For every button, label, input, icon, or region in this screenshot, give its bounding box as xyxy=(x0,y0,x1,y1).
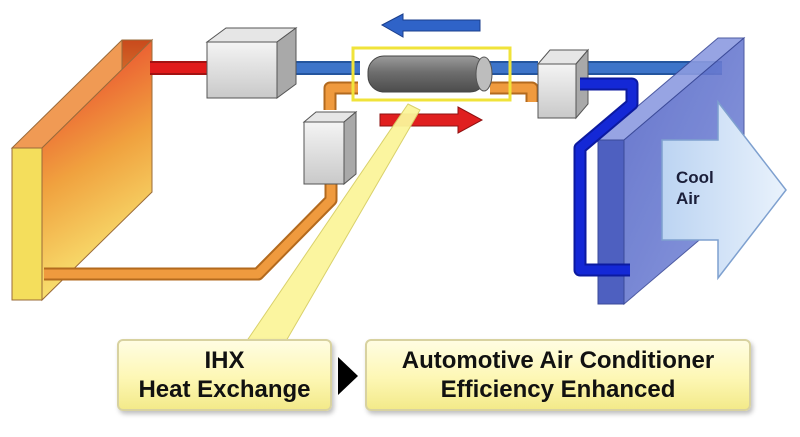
expansion-valve-box xyxy=(536,48,590,120)
cool-air-label: Cool Air xyxy=(676,167,746,209)
big-arrow-right-icon xyxy=(661,99,787,281)
result-caption-line2: Efficiency Enhanced xyxy=(440,376,676,403)
ihx-unit xyxy=(351,46,512,102)
cool-label: Cool xyxy=(676,168,714,187)
evaporator-pipe xyxy=(573,77,639,277)
ihx-caption-line2: Heat Exchange xyxy=(138,376,311,403)
result-caption-box: Automotive Air Conditioner Efficiency En… xyxy=(365,339,751,411)
liquid-line xyxy=(44,81,539,281)
ihx-caption-line1: IHX xyxy=(204,347,245,374)
air-label: Air xyxy=(676,189,700,208)
triangle-right-icon xyxy=(338,357,358,395)
result-caption-line1: Automotive Air Conditioner xyxy=(401,347,715,374)
ihx-caption-box: IHX Heat Exchange xyxy=(117,339,332,411)
compressor-box xyxy=(205,27,298,99)
receiver-box xyxy=(302,110,358,186)
arrow-left-icon xyxy=(380,13,481,38)
condenser xyxy=(10,38,154,302)
